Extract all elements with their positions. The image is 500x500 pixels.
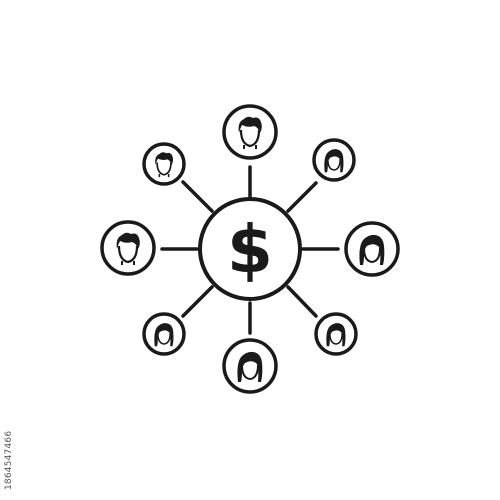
stock-id-label: 1864547466 xyxy=(4,430,14,490)
connector-top-right xyxy=(286,181,318,213)
connector-bottom-left xyxy=(181,285,214,318)
connector-top-left xyxy=(181,180,214,213)
person-right-node xyxy=(344,221,400,277)
person-top-left-node xyxy=(142,142,186,186)
center-node: $ xyxy=(198,197,302,301)
female-avatar-icon xyxy=(359,234,385,265)
person-top-node xyxy=(222,104,278,160)
female-avatar-icon xyxy=(326,323,346,347)
male-avatar-icon xyxy=(116,232,140,265)
person-nodes xyxy=(100,104,400,394)
female-avatar-icon xyxy=(324,149,344,173)
female-avatar-icon xyxy=(237,351,263,382)
person-left-node xyxy=(100,220,156,276)
male-avatar-icon xyxy=(155,152,174,178)
connector-bottom-right xyxy=(286,285,318,318)
male-avatar-icon xyxy=(238,116,262,149)
female-avatar-icon xyxy=(154,323,174,347)
dollar-icon: $ xyxy=(227,211,273,288)
connector-lines xyxy=(160,165,340,335)
person-bottom-left-node xyxy=(142,312,186,356)
person-bottom-right-node xyxy=(314,312,358,356)
person-top-right-node xyxy=(312,138,356,182)
person-bottom-node xyxy=(222,338,278,394)
watermark: 1864547466 xyxy=(2,380,16,490)
